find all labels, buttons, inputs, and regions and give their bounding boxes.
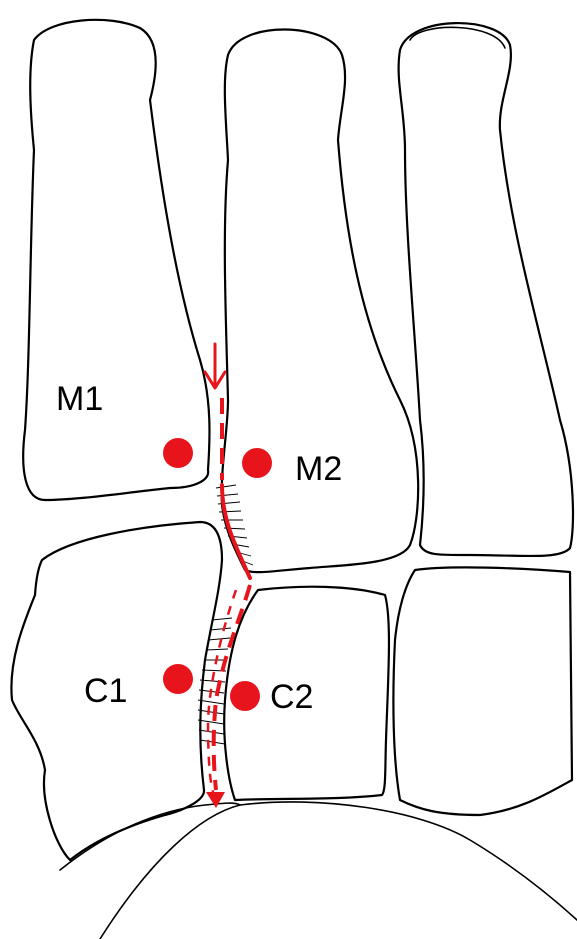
carpal-row-outer-arc — [100, 802, 577, 939]
marker-c2 — [230, 681, 260, 711]
marker-c1 — [163, 664, 193, 694]
marker-m2 — [242, 448, 272, 478]
label-m2: M2 — [295, 450, 342, 488]
metacarpal-3 — [399, 23, 573, 556]
label-c1: C1 — [84, 672, 127, 710]
carpal-3 — [393, 567, 572, 815]
label-m1: M1 — [56, 380, 103, 418]
label-c2: C2 — [270, 678, 313, 716]
exit-arrow-head — [206, 792, 225, 808]
metacarpal-2 — [222, 29, 419, 572]
marker-m1 — [163, 438, 193, 468]
metacarpal-1 — [23, 20, 209, 500]
